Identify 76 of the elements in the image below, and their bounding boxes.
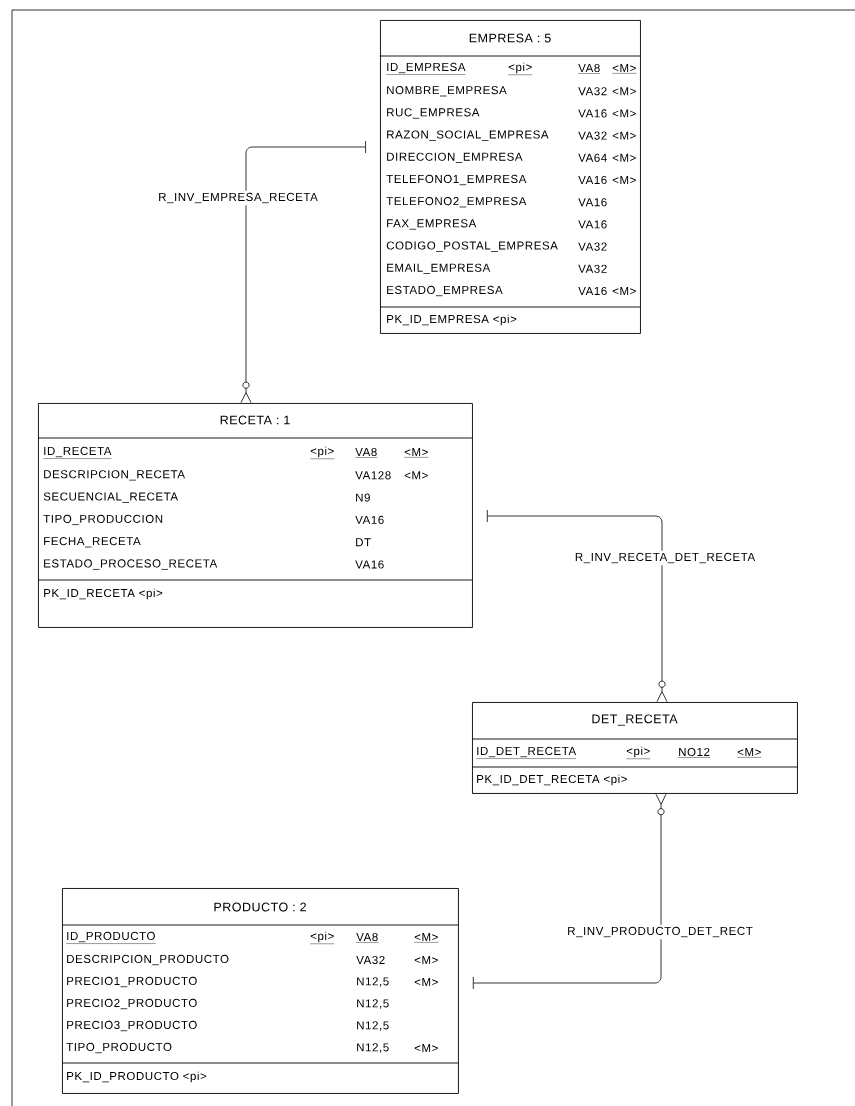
table-title: RECETA : 1 bbox=[220, 415, 290, 425]
data-type: VA16 bbox=[578, 198, 607, 207]
data-type: VA8 bbox=[578, 63, 601, 74]
data-type: DT bbox=[356, 538, 371, 547]
data-type: N12,5 bbox=[357, 1043, 389, 1053]
column-name: ID_DET_RECETA bbox=[476, 746, 577, 759]
data-type: VA16 bbox=[355, 515, 384, 524]
data-type: NO12 bbox=[678, 747, 711, 758]
data-type: VA16 bbox=[578, 109, 607, 118]
data-type: VA32 bbox=[578, 264, 607, 273]
mandatory-marker: <M> bbox=[612, 109, 636, 118]
data-type: N12,5 bbox=[357, 977, 389, 987]
data-type: VA16 bbox=[578, 175, 607, 185]
data-type: N12,5 bbox=[357, 1021, 389, 1031]
column-name: NOMBRE_EMPRESA bbox=[387, 86, 507, 97]
data-type: N9 bbox=[356, 493, 370, 502]
key-name: PK_ID_RECETA <pi> bbox=[44, 588, 163, 600]
column-name: DESCRIPCION_RECETA bbox=[44, 470, 185, 481]
column-name: ID_RECETA bbox=[43, 446, 112, 459]
column-name: ID_EMPRESA bbox=[386, 62, 466, 75]
column-name: DIRECCION_EMPRESA bbox=[387, 152, 523, 163]
column-name: SECUENCIAL_RECETA bbox=[43, 492, 179, 503]
data-type: VA32 bbox=[578, 242, 607, 251]
relationship-line bbox=[472, 793, 667, 990]
data-type: VA8 bbox=[355, 447, 378, 458]
key-name: PK_ID_PRODUCTO <pi> bbox=[67, 1071, 207, 1083]
key-name: PK_ID_DET_RECETA <pi> bbox=[477, 774, 627, 786]
column-name: RUC_EMPRESA bbox=[387, 108, 480, 119]
mandatory-marker: <M> bbox=[404, 471, 428, 480]
relationship-label: R_INV_EMPRESA_RECETA bbox=[156, 190, 320, 206]
mandatory-marker: <M> bbox=[414, 1044, 438, 1052]
data-type: VA128 bbox=[355, 471, 391, 480]
column-name: RAZON_SOCIAL_EMPRESA bbox=[387, 130, 549, 141]
column-name: PRECIO2_PRODUCTO bbox=[67, 998, 197, 1010]
table-title: EMPRESA : 5 bbox=[469, 33, 551, 43]
data-type: VA16 bbox=[578, 286, 607, 296]
data-type: N12,5 bbox=[357, 999, 389, 1009]
column-name: CODIGO_POSTAL_EMPRESA bbox=[386, 241, 558, 252]
mandatory-marker: <M> bbox=[612, 87, 636, 96]
data-type: VA64 bbox=[578, 153, 607, 162]
mandatory-marker: <M> bbox=[612, 153, 636, 162]
data-type: VA16 bbox=[355, 560, 384, 569]
column-name: PRECIO1_PRODUCTO bbox=[67, 976, 197, 988]
column-name: ID_PRODUCTO bbox=[66, 931, 156, 944]
column-name: TELEFONO1_EMPRESA bbox=[386, 174, 527, 186]
relationship-line bbox=[486, 509, 668, 702]
entity-table bbox=[471, 702, 798, 794]
column-name: TIPO_PRODUCCION bbox=[43, 514, 163, 526]
relationship-label: R_INV_PRODUCTO_DET_RECT bbox=[565, 924, 755, 940]
column-name: PRECIO3_PRODUCTO bbox=[67, 1020, 197, 1032]
mandatory-marker: <M> bbox=[612, 131, 636, 140]
column-name: TIPO_PRODUCTO bbox=[66, 1042, 172, 1054]
column-name: FAX_EMPRESA bbox=[387, 219, 477, 230]
column-name: FECHA_RECETA bbox=[44, 537, 141, 548]
data-type: VA32 bbox=[578, 131, 607, 140]
entity-table bbox=[379, 20, 641, 334]
data-type: VA16 bbox=[578, 220, 607, 229]
relationship-label: R_INV_RECETA_DET_RECETA bbox=[572, 550, 758, 566]
column-name: ESTADO_PROCESO_RECETA bbox=[44, 559, 218, 570]
mandatory-marker: <M> bbox=[414, 956, 438, 964]
column-name: EMAIL_EMPRESA bbox=[387, 263, 491, 274]
column-name: ESTADO_EMPRESA bbox=[387, 285, 503, 297]
mandatory-marker: <M> bbox=[612, 287, 636, 295]
table-title: DET_RECETA bbox=[592, 714, 678, 726]
relationship-line bbox=[240, 140, 366, 403]
column-name: TELEFONO2_EMPRESA bbox=[386, 197, 527, 208]
data-type: VA32 bbox=[578, 87, 607, 96]
key-name: PK_ID_EMPRESA <pi> bbox=[387, 314, 517, 326]
column-name: DESCRIPCION_PRODUCTO bbox=[67, 954, 229, 966]
table-title: PRODUCTO : 2 bbox=[214, 902, 306, 912]
mandatory-marker: <M> bbox=[414, 978, 438, 986]
entity-table bbox=[61, 888, 459, 1094]
data-type: VA8 bbox=[356, 932, 379, 943]
mandatory-marker: <M> bbox=[612, 176, 636, 184]
data-type: VA32 bbox=[356, 955, 385, 965]
entity-table bbox=[37, 403, 473, 628]
